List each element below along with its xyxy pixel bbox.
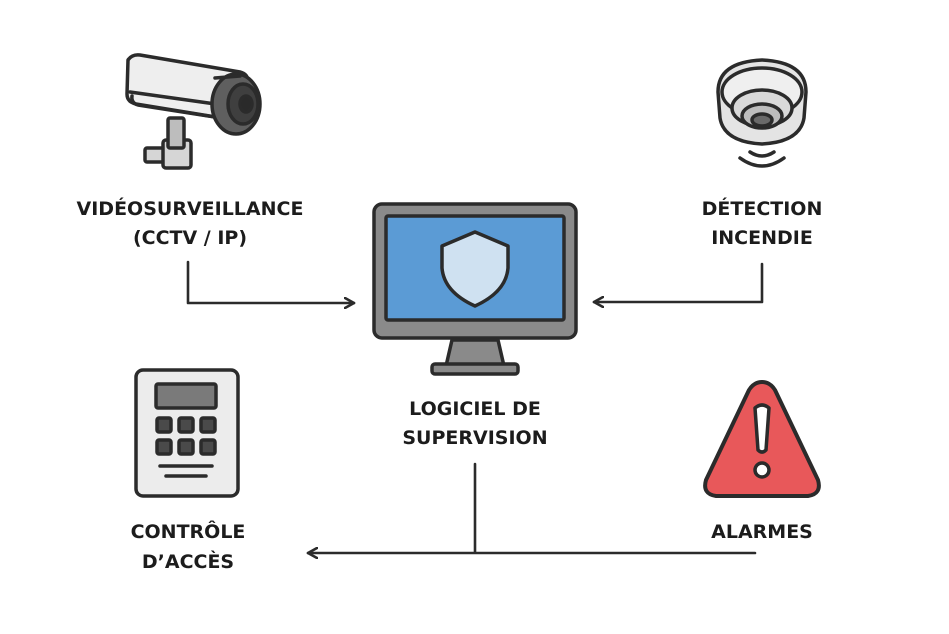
access-label-line1: CONTRÔLE [131, 519, 246, 543]
warning-triangle-icon [703, 380, 821, 498]
alarms-label: ALARMES [711, 521, 813, 543]
monitor-shield-icon [372, 202, 578, 376]
cctv-label-line1: VIDÉOSURVEILLANCE [77, 197, 304, 220]
labels: VIDÉOSURVEILLANCE (CCTV / IP) DÉTECTION … [77, 197, 823, 573]
fire-label-line1: DÉTECTION [702, 197, 823, 220]
center-label-line2: SUPERVISION [402, 427, 547, 449]
smoke-detector-icon [716, 58, 808, 168]
fire-label-line2: INCENDIE [711, 227, 813, 249]
connectors [186, 260, 764, 553]
arrow-fire-to-monitor [592, 262, 764, 302]
keypad-icon [134, 368, 240, 498]
cctv-camera-icon [125, 53, 262, 170]
cctv-label-line2: (CCTV / IP) [133, 227, 247, 249]
access-label-line2: D’ACCÈS [142, 550, 234, 573]
arrow-cctv-to-monitor [186, 260, 356, 303]
arrow-monitor-to-access [308, 462, 757, 553]
center-label-line1: LOGICIEL DE [409, 398, 541, 420]
